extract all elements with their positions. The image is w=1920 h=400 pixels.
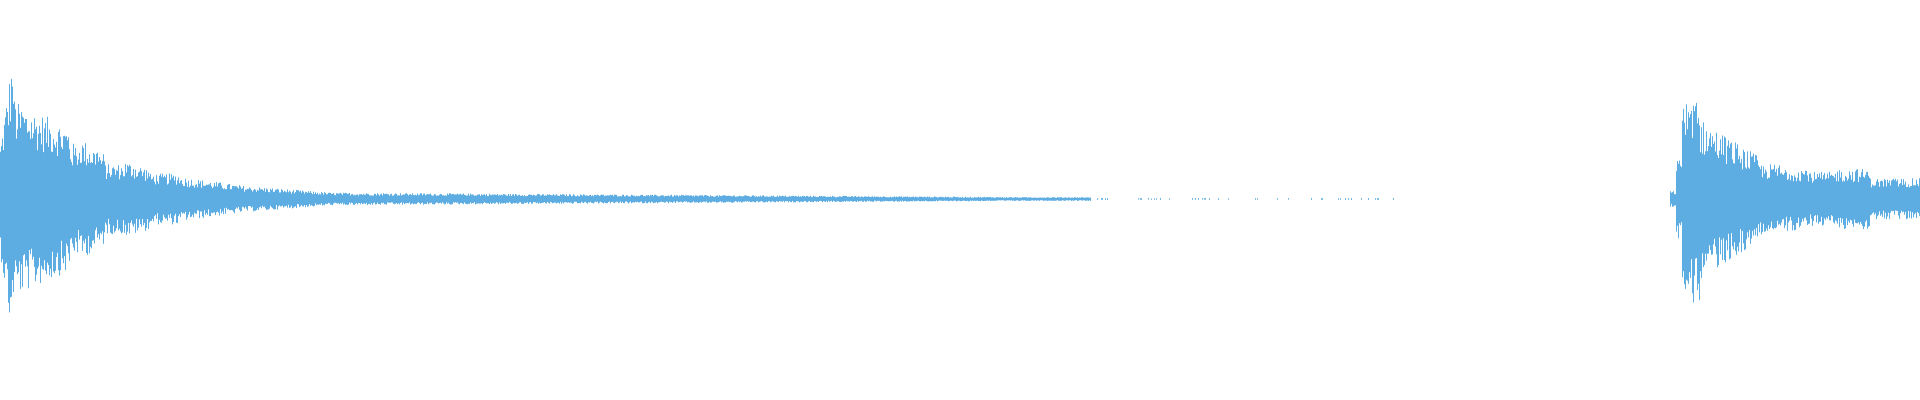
waveform-bars [0, 78, 1920, 313]
